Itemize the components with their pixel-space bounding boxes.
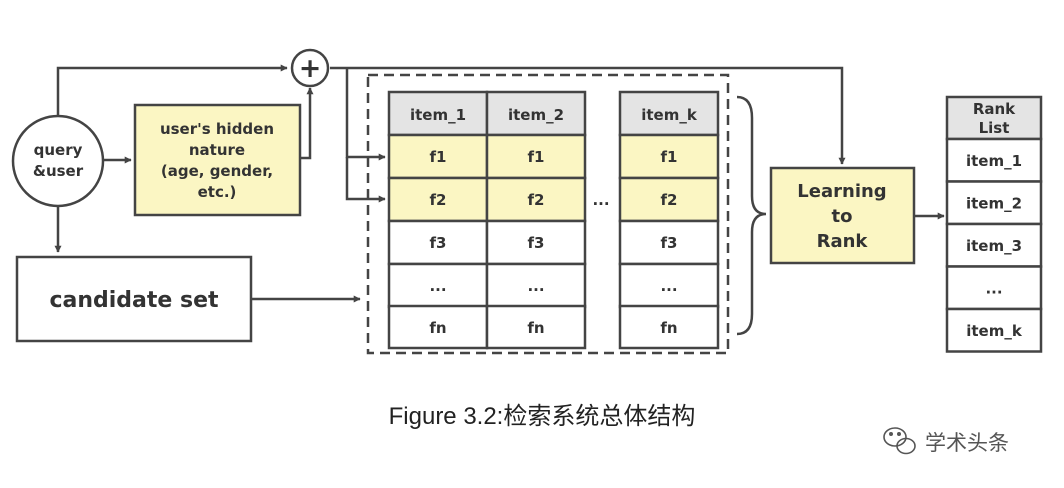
table-header-label: item_2 [508,106,564,124]
table-cell-label: f2 [661,191,678,209]
learning-to-rank-node: Learning to Rank [769,166,916,265]
wechat-icon [883,427,916,455]
column-gap-dots: ... [592,191,609,209]
ltr-line3: Rank [817,231,869,252]
table-cell [618,304,720,350]
table-cell [485,304,587,350]
table-cell-label: f2 [528,191,545,209]
table-cell-label: f1 [661,148,678,166]
table-cell [387,304,489,350]
table-cell [387,176,489,223]
table-header-cell [485,90,587,137]
arrow-plus-to-ltr [330,66,846,165]
arrow-hidden-nature-to-plus [300,87,314,160]
table-cell-label: ... [429,277,446,295]
query-user-label-line1: query [34,141,83,159]
table-cell-label: f3 [430,234,447,252]
watermark-text: 学术头条 [925,431,1009,455]
table-cell-label: f1 [528,148,545,166]
rank-list-item-label: item_k [966,322,1023,340]
table-cell [485,176,587,223]
curly-brace [736,95,767,336]
rank-list-item-label: ... [985,280,1002,298]
arrow-query-to-plus [56,64,288,120]
table-cell [387,133,489,180]
table-cell [618,176,720,223]
rank-list-item-label: item_3 [966,237,1022,255]
table-cell-label: f3 [528,234,545,252]
table-header-label: item_k [641,106,698,124]
table-cell [485,262,587,309]
feature-table: item_1 f1 f2 f3... fn item_2 f1 f2 f3... fn item_k… [387,90,720,350]
rank-list-header-line1: Rank [973,100,1016,118]
table-cell-label: fn [660,319,677,337]
hidden-nature-line2: nature [189,141,245,159]
table-cell [618,262,720,309]
table-cell-label: fn [429,319,446,337]
hidden-nature-line1: user's hidden [160,120,274,138]
connectors [54,64,945,336]
hidden-nature-line3: (age, gender, [161,162,273,180]
rank-list-item [945,307,1043,353]
rank-list-item-label: item_2 [966,195,1022,213]
watermark: 学术头条 [883,427,1009,455]
candidate-set-label: candidate set [49,288,219,313]
feature-table-container [366,73,730,355]
query-user-node: query &user [11,114,105,208]
arrow-plus-to-f2 [345,157,386,203]
plus-node: + [290,48,330,88]
table-cell-label: ... [660,277,677,295]
table-cell-label: ... [527,277,544,295]
table-cell [387,219,489,266]
ltr-line2: to [832,206,853,227]
table-cell-label: fn [527,319,544,337]
hidden-nature-line4: etc.) [198,183,237,201]
candidate-set-node: candidate set [15,255,253,343]
rank-list-item [945,180,1043,226]
rank-list-header-line2: List [979,119,1010,137]
arrow-plus-to-f1 [345,68,386,161]
ltr-line1: Learning [797,181,886,202]
table-header-label: item_1 [410,106,466,124]
hidden-nature-node: user's hidden nature (age, gender, etc.) [133,103,302,217]
rank-list-item-label: item_1 [966,152,1022,170]
table-cell-label: f2 [430,191,447,209]
rank-list-item [945,137,1043,183]
query-user-label-line2: &user [33,162,84,180]
table-header-cell [387,90,489,137]
table-cell-label: f1 [430,148,447,166]
table-cell-label: f3 [661,234,678,252]
figure-caption: Figure 3.2:检索系统总体结构 [389,403,696,430]
table-cell [485,219,587,266]
plus-icon: + [299,53,322,84]
